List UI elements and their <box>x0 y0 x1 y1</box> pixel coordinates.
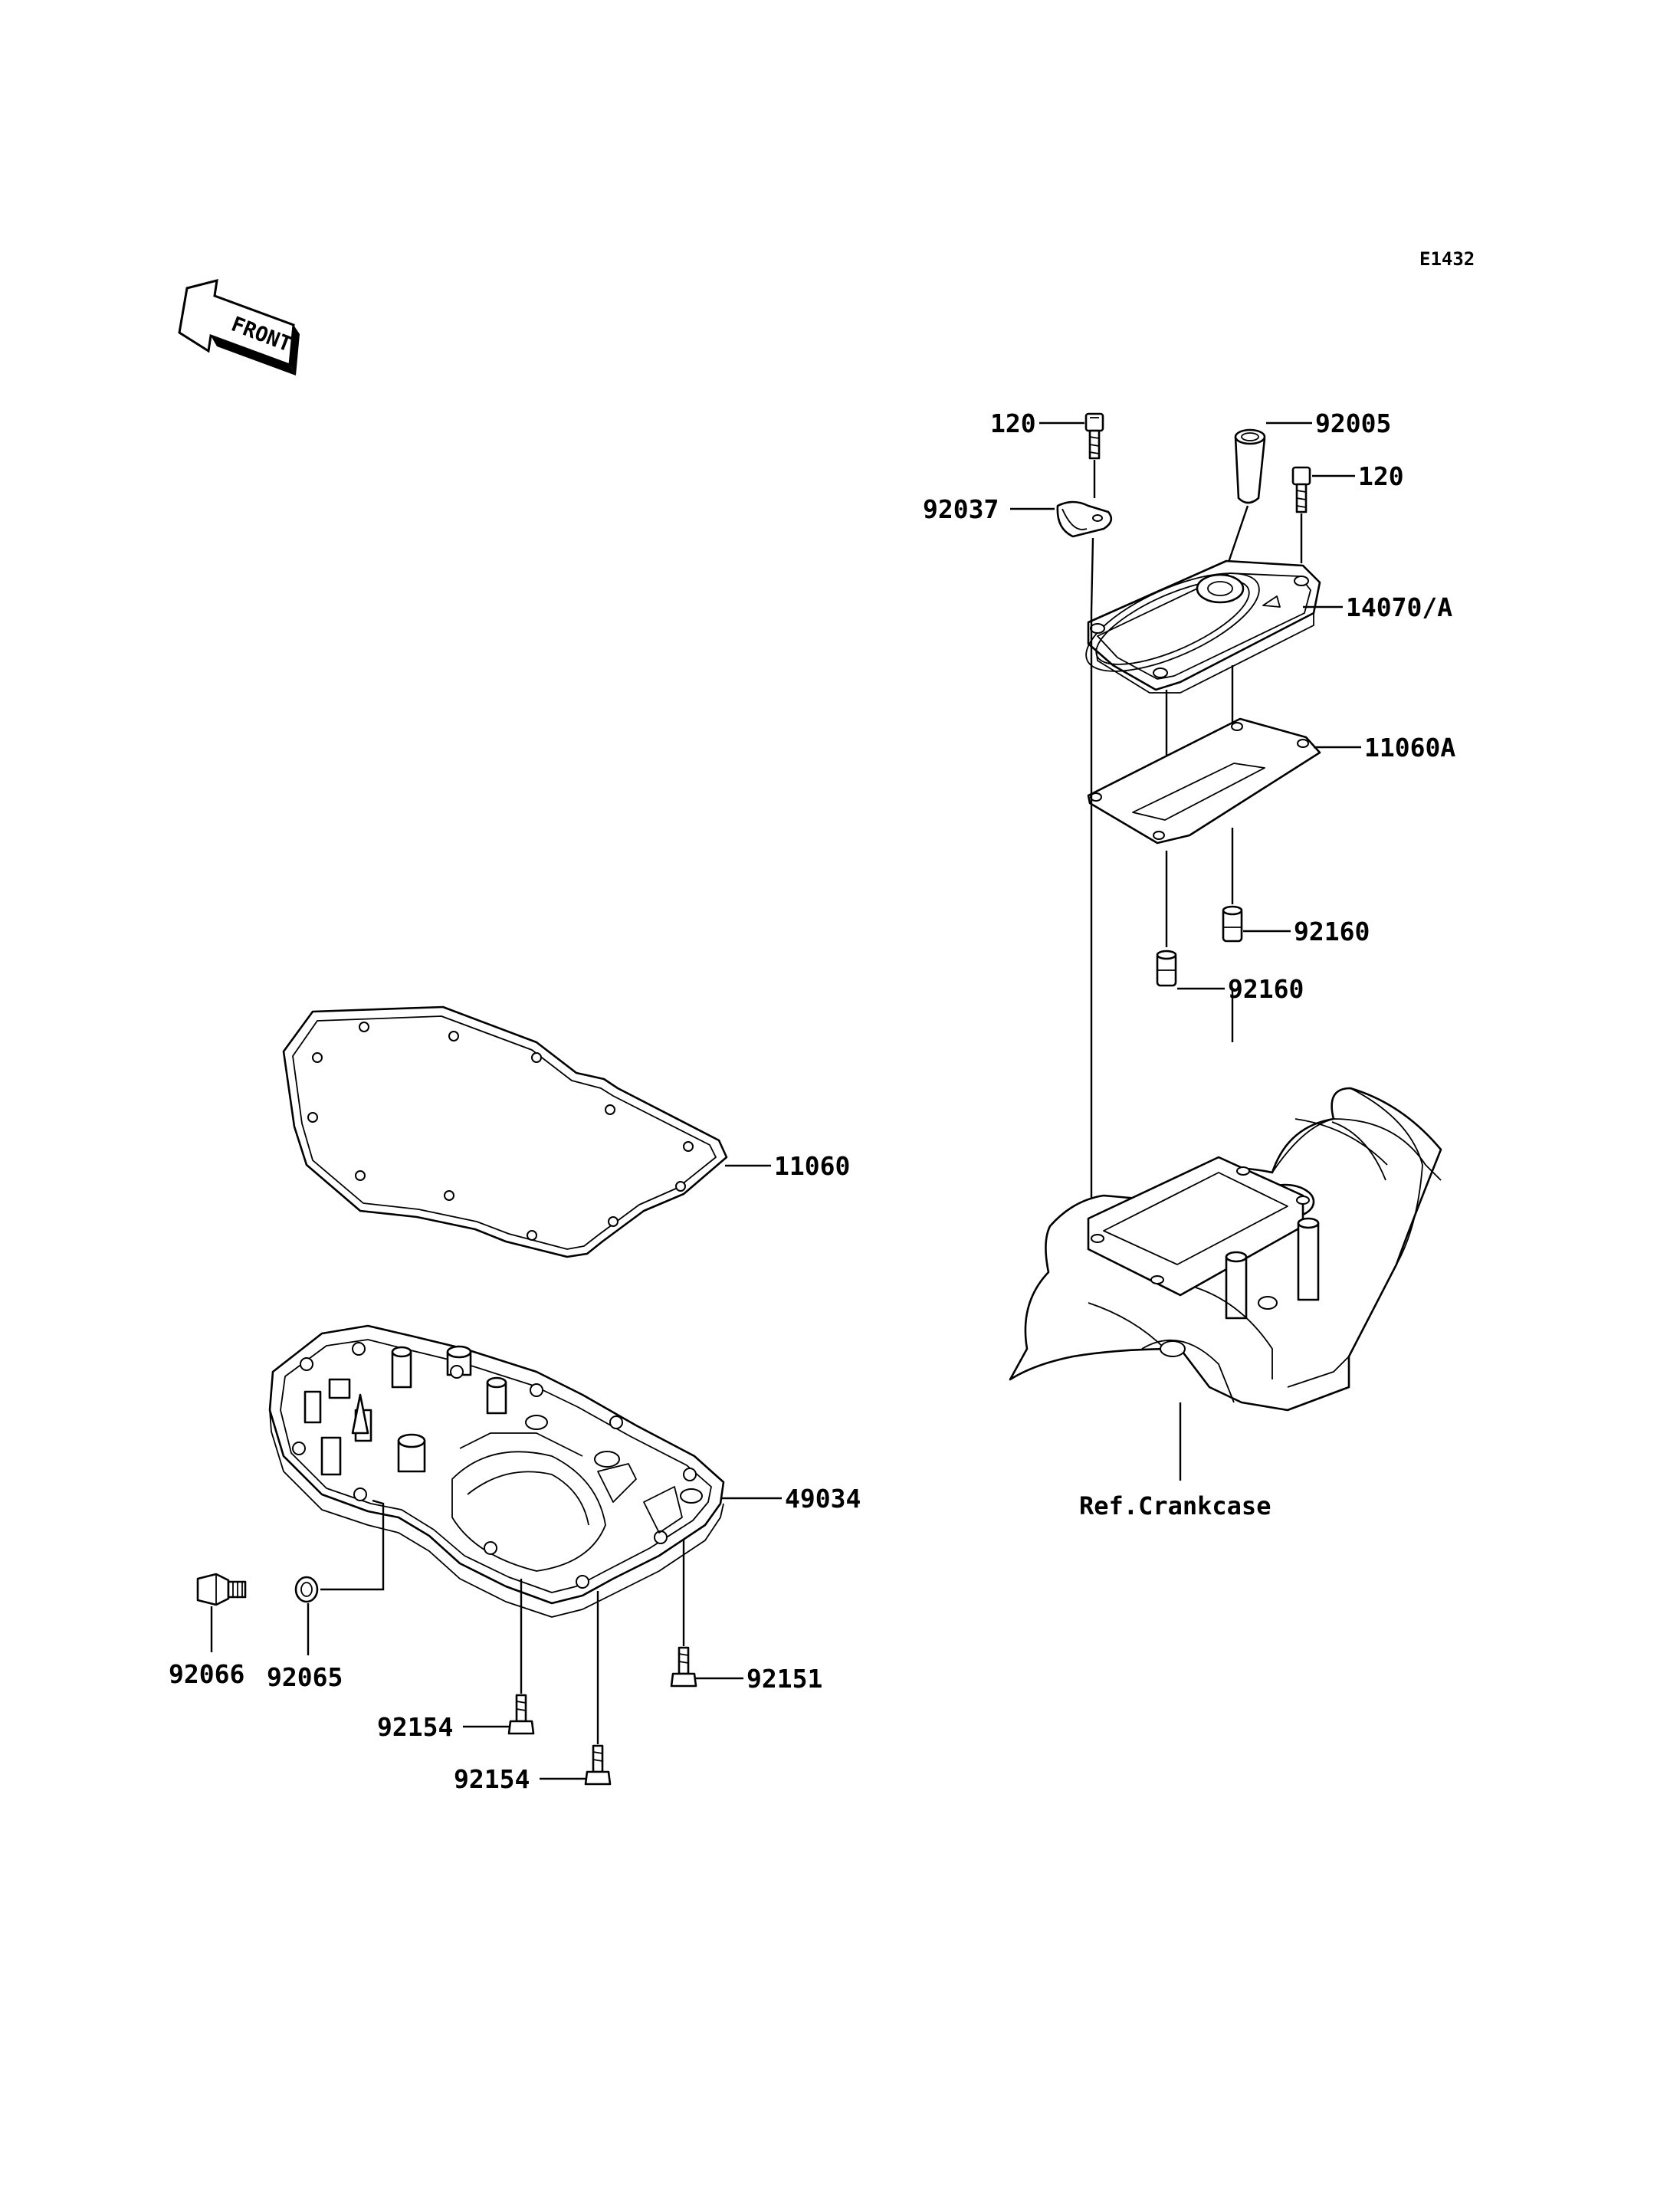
crankcase-reference-icon <box>1009 1087 1442 1412</box>
callout-92037: 92037 <box>923 494 999 524</box>
front-arrow-icon: FRONT <box>178 278 300 376</box>
callout-92154-upper: 92154 <box>377 1712 453 1742</box>
bolt-92151-icon <box>670 1646 697 1688</box>
fitting-92005-icon <box>1234 428 1266 504</box>
bolt-120-right-icon <box>1291 466 1311 513</box>
oil-pan-49034-icon <box>268 1324 725 1618</box>
callout-14070A: 14070/A <box>1346 592 1452 622</box>
clamp-92037-icon <box>1056 500 1113 538</box>
callout-92065: 92065 <box>267 1662 343 1692</box>
callout-11060A: 11060A <box>1364 733 1455 763</box>
callout-92154-lower: 92154 <box>454 1764 530 1794</box>
washer-92065-icon <box>294 1576 319 1603</box>
bolt-120-top-icon <box>1084 412 1104 460</box>
cover-14070A-icon <box>1085 559 1321 694</box>
gasket-11060A-icon <box>1087 717 1321 845</box>
callout-92151: 92151 <box>746 1664 822 1694</box>
callout-92005: 92005 <box>1315 408 1391 438</box>
gasket-11060-icon <box>282 1005 728 1258</box>
dowel-92160-upper-icon <box>1222 905 1243 943</box>
callout-92160-upper: 92160 <box>1294 917 1370 946</box>
reference-label: Ref.Crankcase <box>1079 1491 1271 1520</box>
callout-92066: 92066 <box>169 1659 244 1689</box>
bolt-92154-lower-icon <box>584 1744 612 1786</box>
callout-11060: 11060 <box>774 1151 850 1181</box>
drain-plug-92066-icon <box>196 1573 247 1606</box>
dowel-92160-lower-icon <box>1156 950 1177 987</box>
callout-120-top: 120 <box>990 408 1036 438</box>
callout-120-right: 120 <box>1358 461 1404 491</box>
callout-49034: 49034 <box>785 1484 861 1514</box>
diagram-code: E1432 <box>1419 248 1475 270</box>
bolt-92154-upper-icon <box>507 1694 535 1735</box>
callout-92160-lower: 92160 <box>1228 974 1304 1004</box>
